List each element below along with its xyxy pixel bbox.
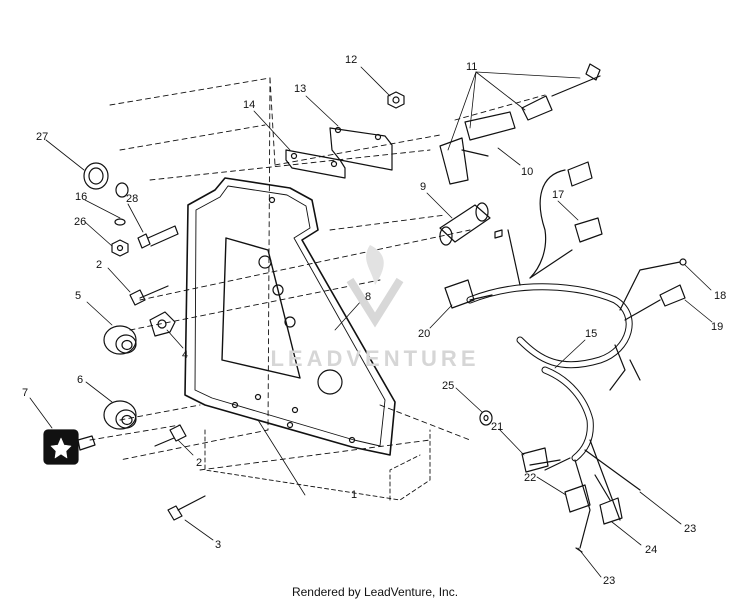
callout-19: 19 (711, 321, 723, 333)
connector-20 (444, 279, 493, 309)
callout-11: 11 (466, 61, 477, 73)
callout-16: 16 (75, 191, 87, 203)
callout-7: 7 (22, 387, 28, 399)
callout-6: 6 (77, 374, 83, 386)
watermark-text: LEADVENTURE (270, 346, 479, 371)
callout-18: 18 (714, 290, 726, 302)
washer-16 (115, 182, 129, 198)
nut-5 (103, 325, 137, 355)
callout-23-bottom: 23 (603, 575, 615, 587)
callout-3: 3 (215, 539, 221, 551)
screw-3 (167, 495, 206, 521)
callout-4: 4 (182, 349, 188, 361)
ring-27 (83, 162, 109, 190)
connector-21-22 (521, 447, 623, 525)
callout-9: 9 (420, 181, 426, 193)
callout-labels: 1 2 2 3 4 5 6 7 8 9 10 11 12 13 14 15 16… (22, 54, 726, 587)
pin-2-upper (129, 285, 169, 306)
bolt-28 (137, 225, 179, 249)
nut-12 (387, 91, 405, 109)
dashed-frame (89, 77, 546, 471)
nut-26 (111, 218, 129, 257)
callout-5: 5 (75, 290, 81, 302)
bracket-14 (285, 149, 346, 179)
callout-26: 26 (74, 216, 86, 228)
wiring-harness (466, 169, 681, 549)
callout-17: 17 (552, 189, 564, 201)
callout-13: 13 (294, 83, 306, 95)
callout-24: 24 (645, 544, 657, 556)
key-7 (43, 429, 96, 465)
leader-lines (29, 66, 713, 578)
washer-4 (149, 311, 176, 337)
connector-17 (567, 161, 603, 243)
switch-assembly (439, 63, 601, 185)
callout-2-upper: 2 (96, 259, 102, 271)
footer-credit: Rendered by LeadVenture, Inc. (291, 585, 459, 599)
connector-18-19 (659, 258, 687, 307)
nut-6 (103, 400, 137, 430)
callout-1: 1 (351, 489, 357, 501)
bracket-13 (329, 126, 393, 171)
callout-15: 15 (585, 328, 597, 340)
callout-27: 27 (36, 131, 48, 143)
callout-12: 12 (345, 54, 357, 66)
callout-8: 8 (365, 291, 371, 303)
callout-20: 20 (418, 328, 430, 340)
callout-21: 21 (491, 421, 503, 433)
callout-23-right: 23 (684, 523, 696, 535)
callout-22: 22 (524, 472, 536, 484)
mounting-panel (184, 177, 396, 456)
washer-25 (479, 410, 493, 426)
base-outline (204, 429, 431, 501)
callout-25: 25 (442, 380, 454, 392)
callout-10: 10 (521, 166, 533, 178)
callout-14: 14 (243, 99, 255, 111)
watermark: LEADVENTURE (270, 245, 479, 371)
key-switch-9 (439, 202, 503, 246)
callout-28: 28 (126, 193, 138, 205)
callout-2-lower: 2 (196, 457, 202, 469)
pin-2-lower (154, 424, 187, 447)
